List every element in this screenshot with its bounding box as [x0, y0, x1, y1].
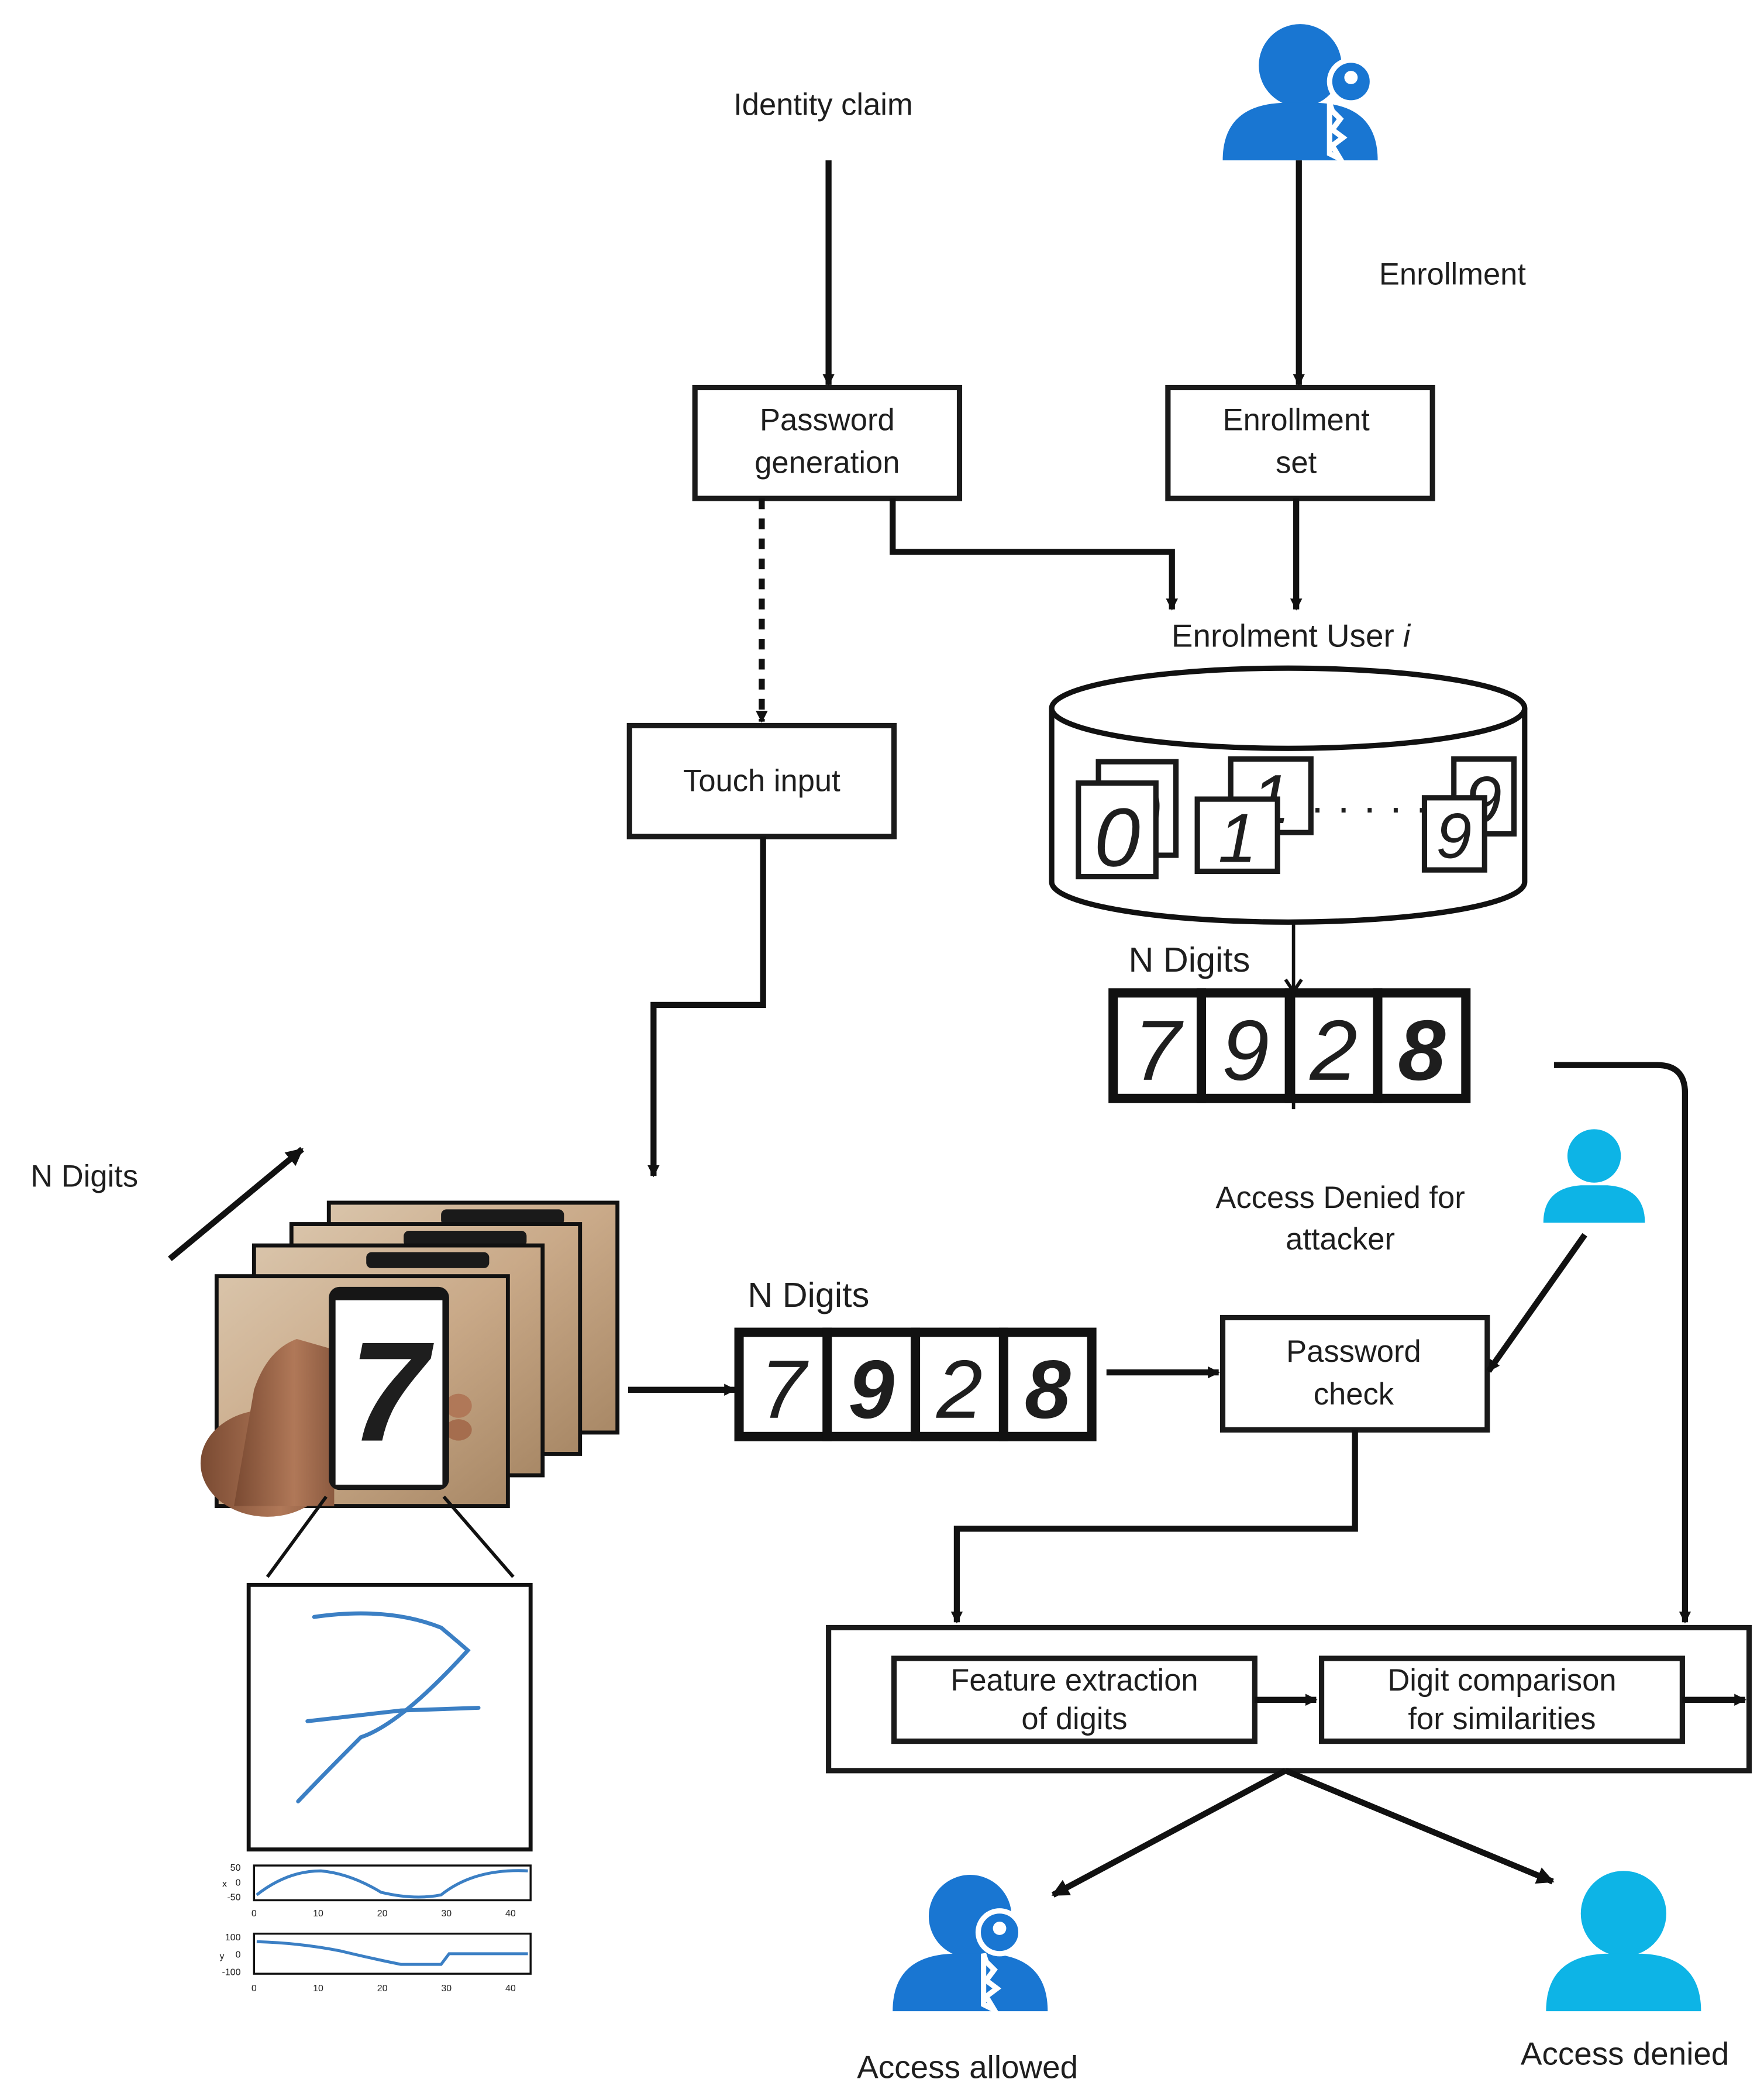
input-digit: 7	[760, 1344, 809, 1436]
user-icon	[1543, 1129, 1645, 1223]
feature-extraction-line1: Feature extraction	[950, 1663, 1198, 1698]
plot-tick: 50	[230, 1863, 241, 1873]
plot-tick: 100	[225, 1933, 241, 1943]
user-with-key-icon	[893, 1875, 1048, 2016]
enrolled-digit: 7	[1133, 1003, 1184, 1098]
access-denied-attacker-line2: attacker	[1286, 1222, 1395, 1257]
db-ellipsis: · · · · ·	[1310, 784, 1429, 831]
enrollment-label: Enrollment	[1379, 257, 1526, 292]
plot-tick: 0	[236, 1950, 241, 1960]
password-generation-line2: generation	[754, 446, 900, 480]
plot-tick: 10	[313, 1984, 323, 1994]
zoom-line	[266, 1495, 328, 1578]
plot-tick: 30	[441, 1909, 452, 1919]
access-allowed-label: Access allowed	[857, 2049, 1078, 2085]
svg-text:0: 0	[1094, 791, 1141, 884]
enrollment-set-line2: set	[1276, 446, 1317, 480]
touch-input-label: Touch input	[683, 763, 840, 798]
arrow-to-access-allowed	[1051, 1768, 1287, 1898]
svg-text:1: 1	[1218, 799, 1257, 877]
digit-stroke-trace	[296, 1611, 471, 1803]
enrolled-digit: 9	[1222, 1003, 1269, 1098]
enrolment-user-label: Enrolment User i	[1172, 618, 1411, 654]
feature-extraction-line2: of digits	[1021, 1702, 1127, 1736]
db-digit-card: 1	[1194, 796, 1280, 877]
db-digit-card: 9	[1421, 795, 1487, 873]
frame-digit: 7	[350, 1313, 435, 1471]
plot-tick: 40	[505, 1909, 516, 1919]
n-digits-direction-arrow	[168, 1147, 304, 1261]
plot-tick: -100	[222, 1967, 240, 1977]
user-icon	[1546, 1871, 1701, 2012]
video-frame-front: 7	[200, 1274, 510, 1517]
enrolled-digit: 2	[1309, 1003, 1357, 1098]
password-generation-line1: Password	[760, 403, 895, 438]
plot-axis-label: y	[219, 1951, 224, 1961]
enrolled-digit: 8	[1398, 1003, 1446, 1098]
plot-tick: 20	[377, 1909, 388, 1919]
digit-crossbar-trace	[305, 1706, 481, 1723]
arrow-to-access-denied	[1284, 1768, 1555, 1885]
enrolled-digit-cell	[1373, 988, 1471, 1103]
plot-axis-label: x	[222, 1880, 227, 1889]
y-signal-plot: 100 0 -100 y 0 10 20 30 40	[219, 1932, 532, 1994]
arrow-attacker-to-check	[1486, 1233, 1587, 1373]
arrow-check-to-processing	[950, 1430, 1358, 1624]
plot-tick: 0	[251, 1984, 257, 1994]
n-digits-frames-label: N Digits	[30, 1159, 138, 1194]
input-digit: 2	[936, 1344, 983, 1436]
video-frames-stack: 7	[200, 1200, 620, 1517]
svg-text:9: 9	[1436, 801, 1472, 872]
arrow-generation-to-db	[890, 498, 1179, 611]
phone-screen	[335, 1300, 443, 1485]
access-denied-attacker-line1: Access Denied for	[1215, 1180, 1465, 1215]
enrolled-digit-sequence: 7 9 2 8	[1108, 988, 1471, 1103]
input-digit-cell	[998, 1327, 1097, 1441]
digit-comparison-line1: Digit comparison	[1387, 1663, 1616, 1698]
password-check-line2: check	[1314, 1377, 1394, 1412]
plot-tick: -50	[227, 1892, 240, 1902]
input-digit-cell	[911, 1327, 1008, 1441]
touch-trace-panel	[246, 1582, 533, 1852]
touch-input-box	[626, 722, 897, 839]
enrollment-set-box	[1165, 384, 1435, 501]
user-with-key-icon	[1222, 24, 1378, 166]
input-digit: 8	[1025, 1344, 1071, 1436]
plot-tick: 20	[377, 1984, 388, 1994]
plot-tick: 0	[236, 1878, 241, 1888]
password-check-line1: Password	[1286, 1334, 1421, 1369]
db-digit-card: 0	[1076, 780, 1159, 884]
password-check-box	[1219, 1314, 1490, 1433]
identity-claim-label: Identity claim	[733, 87, 913, 122]
password-generation-box	[692, 384, 963, 501]
n-digits-enrolled-label: N Digits	[1128, 940, 1250, 979]
arrow-enrolled-to-processing	[1554, 1062, 1691, 1624]
x-signal-plot: 50 0 -50 x 0 10 20 30 40	[222, 1863, 532, 1919]
enrollment-set-line1: Enrollment	[1223, 403, 1370, 438]
n-digits-input-label: N Digits	[747, 1275, 869, 1314]
input-digit: 9	[848, 1344, 894, 1436]
plot-tick: 40	[505, 1984, 516, 1994]
zoom-line	[442, 1495, 515, 1578]
plot-tick: 0	[251, 1909, 257, 1919]
arrow-touch-to-frames	[647, 837, 766, 1178]
input-digit-sequence: 7 9 2 8	[734, 1327, 1097, 1441]
plot-tick: 10	[313, 1909, 323, 1919]
plot-tick: 30	[441, 1984, 452, 1994]
access-denied-label: Access denied	[1521, 2035, 1729, 2071]
digit-comparison-line2: for similarities	[1408, 1702, 1596, 1736]
